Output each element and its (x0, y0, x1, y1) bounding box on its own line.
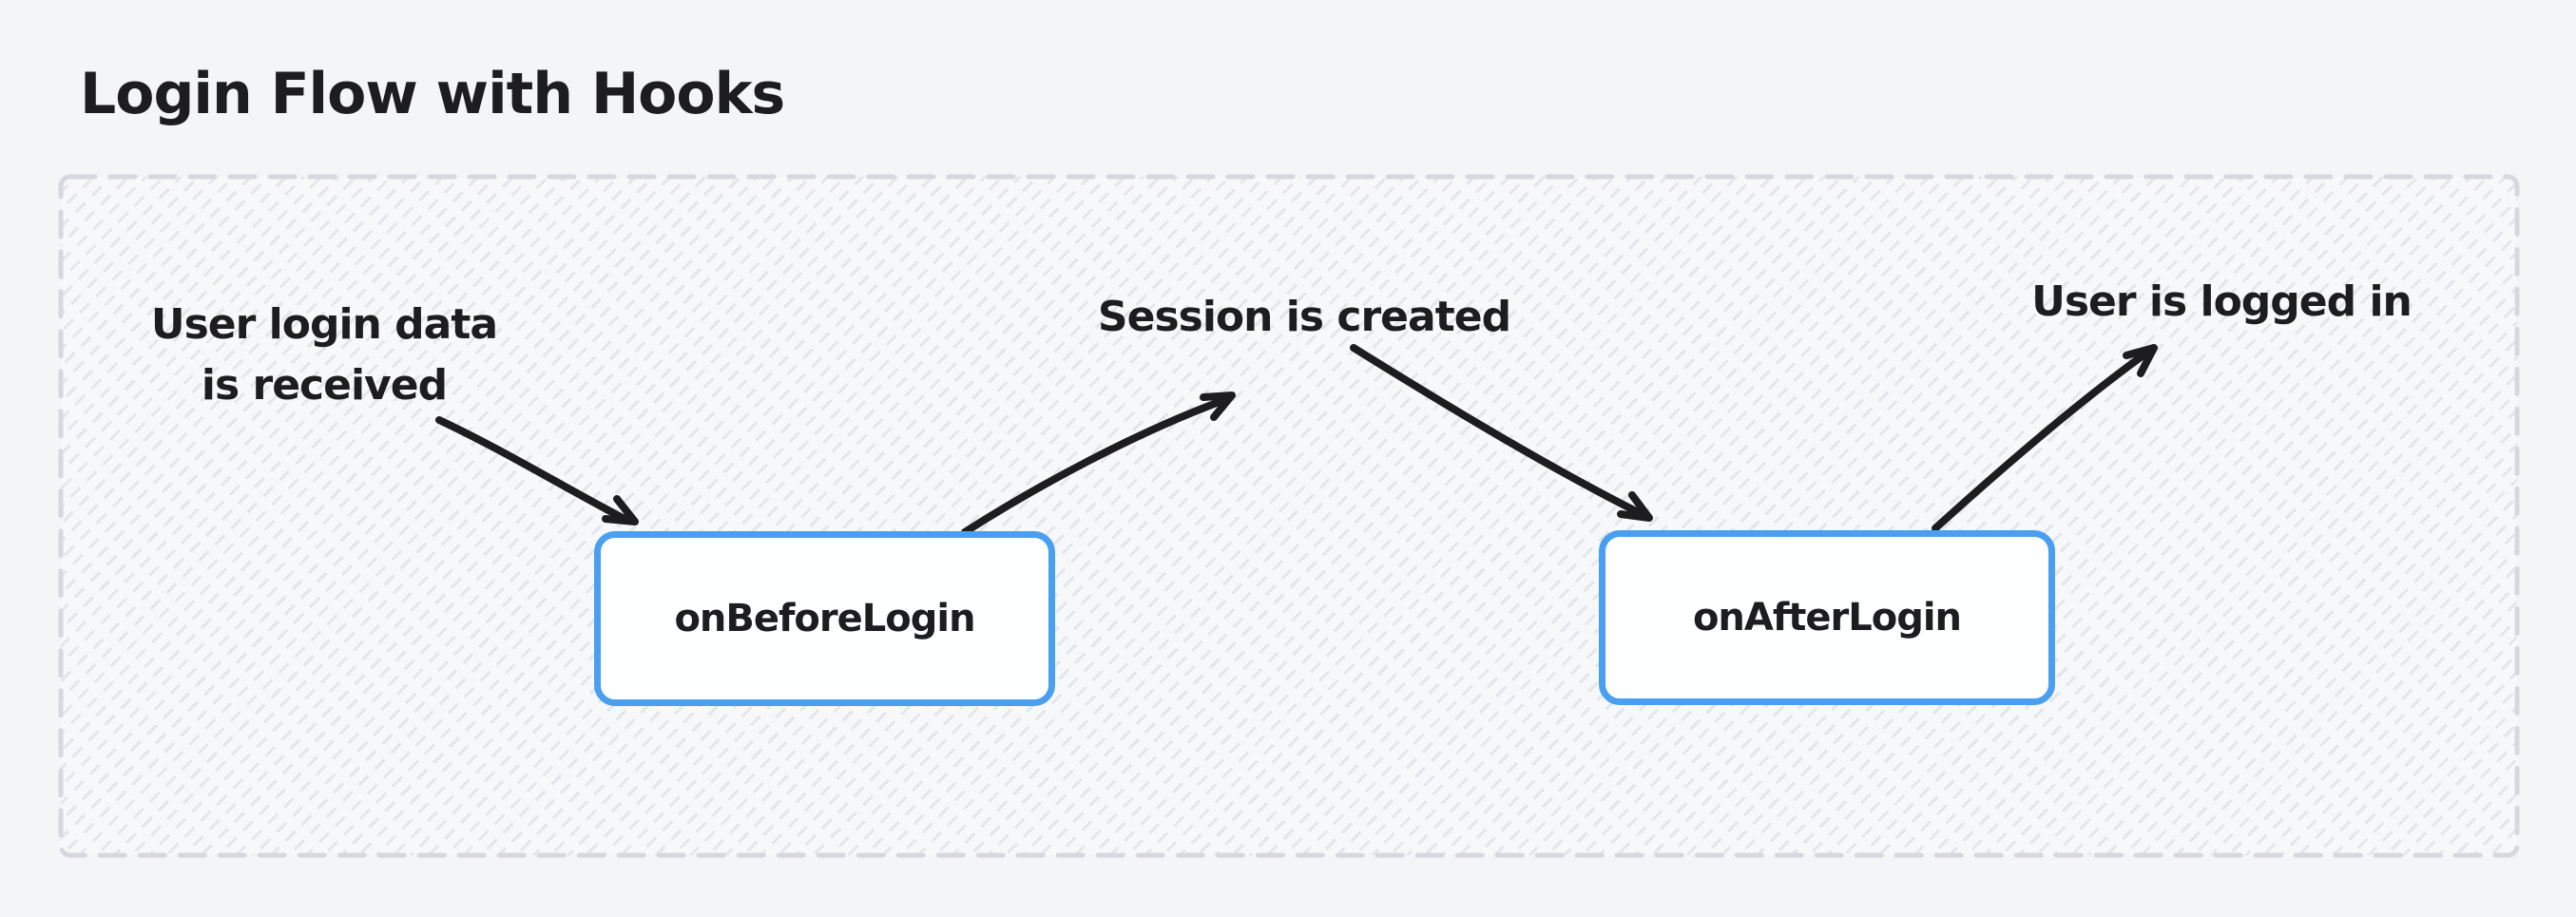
annotation-line: User login data (150, 300, 498, 349)
node-label: onAfterLogin (1692, 596, 1962, 640)
diagram-title: Login Flow with Hooks (80, 61, 785, 127)
annotation-line: Session is created (1097, 293, 1511, 341)
node-onafterlogin[interactable]: onAfterLogin (1599, 530, 2055, 705)
annotation-line: is received (201, 360, 448, 410)
node-label: onBeforeLogin (674, 597, 975, 640)
annotation-line: User is logged in (2031, 277, 2413, 326)
annotation-session-created: Session is created (1057, 287, 1551, 348)
annotation-user-login-data: User login data is received (115, 295, 533, 416)
annotation-user-logged-in: User is logged in (1974, 272, 2469, 333)
node-onbeforelogin[interactable]: onBeforeLogin (594, 531, 1055, 706)
